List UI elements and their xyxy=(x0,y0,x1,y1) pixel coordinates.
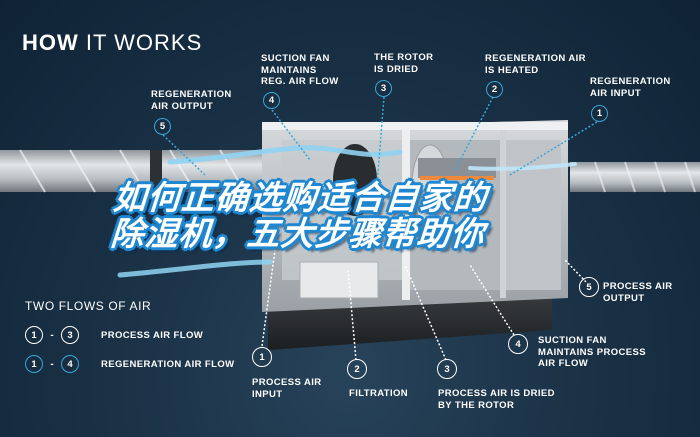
legend-dash: - xyxy=(50,329,54,341)
headline-line-2: 除湿机，五大步骤帮助你 xyxy=(109,214,487,253)
callout-regeneration-heated-label: REGENERATION AIR IS HEATED xyxy=(485,53,586,76)
legend-to-circle: 3 xyxy=(61,326,79,344)
callout-process-air-dried-label: PROCESS AIR IS DRIED BY THE ROTOR xyxy=(438,388,555,411)
callout-suction-fan-process-label: SUCTION FAN MAINTAINS PROCESS AIR FLOW xyxy=(538,335,646,369)
callout-number-3-top: 3 xyxy=(375,80,392,97)
legend-row-regeneration-air-flow: 1 - 4 REGENERATION AIR FLOW xyxy=(25,355,234,373)
left-duct xyxy=(0,149,285,193)
callout-number-5-top: 5 xyxy=(154,118,171,135)
callout-number-2-top: 2 xyxy=(486,81,503,98)
headline-chinese: 如何正确选购适合自家的 除湿机，五大步骤帮助你 xyxy=(109,178,489,253)
headline-line-1: 如何正确选购适合自家的 xyxy=(111,178,489,217)
callout-suction-fan-reg-label: SUCTION FAN MAINTAINS REG. AIR FLOW xyxy=(261,53,339,87)
diagram-title: HOW IT WORKS xyxy=(22,30,202,56)
callout-regeneration-input-label: REGENERATION AIR INPUT xyxy=(590,76,671,99)
callout-process-air-input-label: PROCESS AIR INPUT xyxy=(252,377,322,400)
callout-number-1-top: 1 xyxy=(591,105,608,122)
callout-number-3-bottom: 3 xyxy=(437,359,457,379)
legend-label: REGENERATION AIR FLOW xyxy=(101,358,235,370)
callout-process-air-output-label: PROCESS AIR OUTPUT xyxy=(603,281,673,304)
callout-filtration-label: FILTRATION xyxy=(349,388,409,399)
callout-number-2-bottom: 2 xyxy=(347,359,367,379)
title-bold: HOW xyxy=(22,30,79,55)
callout-number-5-bottom: 5 xyxy=(579,277,599,297)
legend-row-process-air-flow: 1 - 3 PROCESS AIR FLOW xyxy=(25,326,203,344)
right-duct xyxy=(570,161,700,193)
legend-title: TWO FLOWS OF AIR xyxy=(25,299,152,313)
callout-rotor-dried-label: THE ROTOR IS DRIED xyxy=(374,52,434,75)
title-rest: IT WORKS xyxy=(78,30,203,55)
legend-from-circle: 1 xyxy=(25,326,43,344)
legend-to-circle: 4 xyxy=(61,355,79,373)
callout-number-4-bottom: 4 xyxy=(508,334,528,354)
legend-from-circle: 1 xyxy=(25,355,43,373)
callout-number-1-bottom: 1 xyxy=(252,347,272,367)
callout-regeneration-air-output-label: REGENERATION AIR OUTPUT xyxy=(151,89,232,112)
callout-number-4-top: 4 xyxy=(263,92,280,109)
legend-label: PROCESS AIR FLOW xyxy=(101,329,204,341)
legend-dash: - xyxy=(50,358,54,370)
